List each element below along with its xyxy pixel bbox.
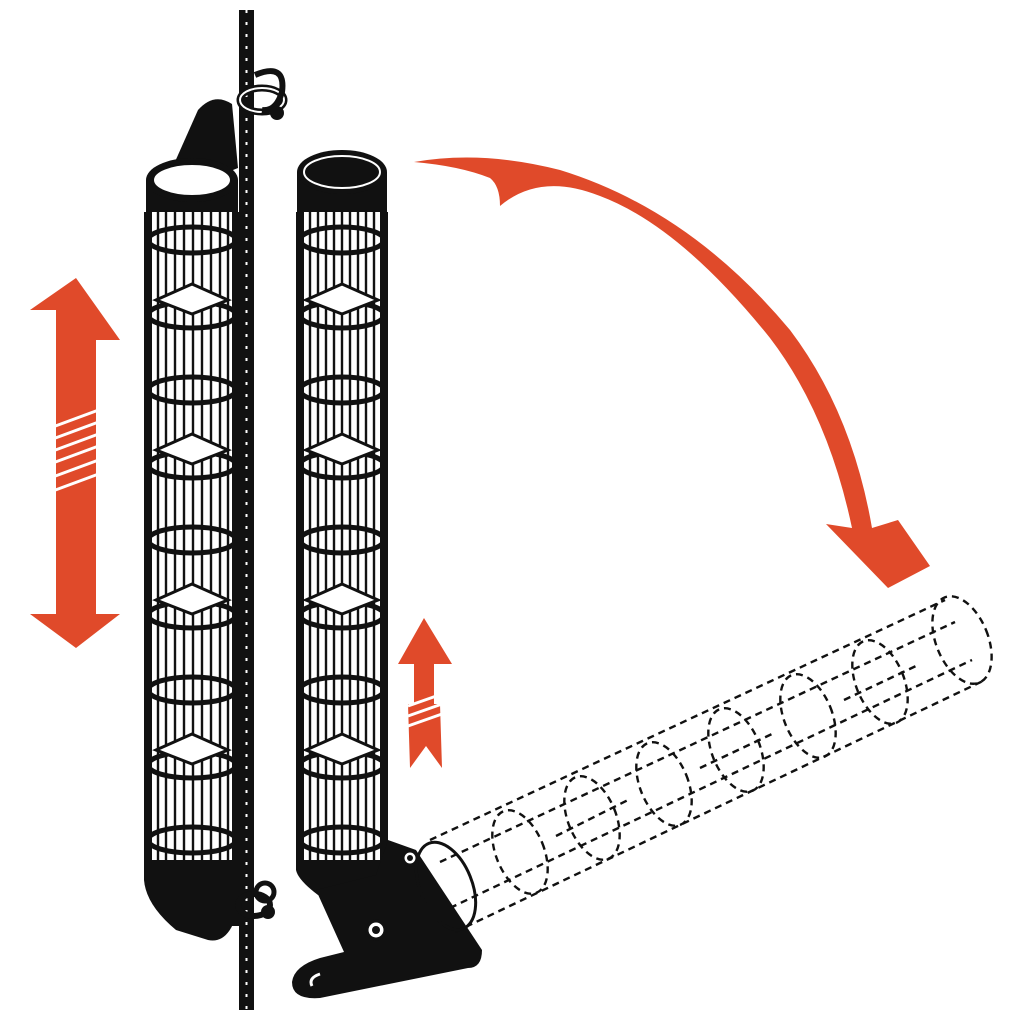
ground-stake-bracket: [292, 840, 482, 999]
tilted-feeder-outline: [414, 595, 993, 934]
mounting-pole: [239, 10, 254, 1010]
pole-clamp-bottom: [214, 880, 277, 926]
standing-feeder-tube: [296, 150, 388, 901]
hanging-feeder-tube: [144, 158, 240, 941]
vertical-double-arrow-icon: [30, 278, 120, 648]
up-arrow-icon: [398, 618, 452, 768]
curved-arrow-icon: [414, 157, 930, 588]
